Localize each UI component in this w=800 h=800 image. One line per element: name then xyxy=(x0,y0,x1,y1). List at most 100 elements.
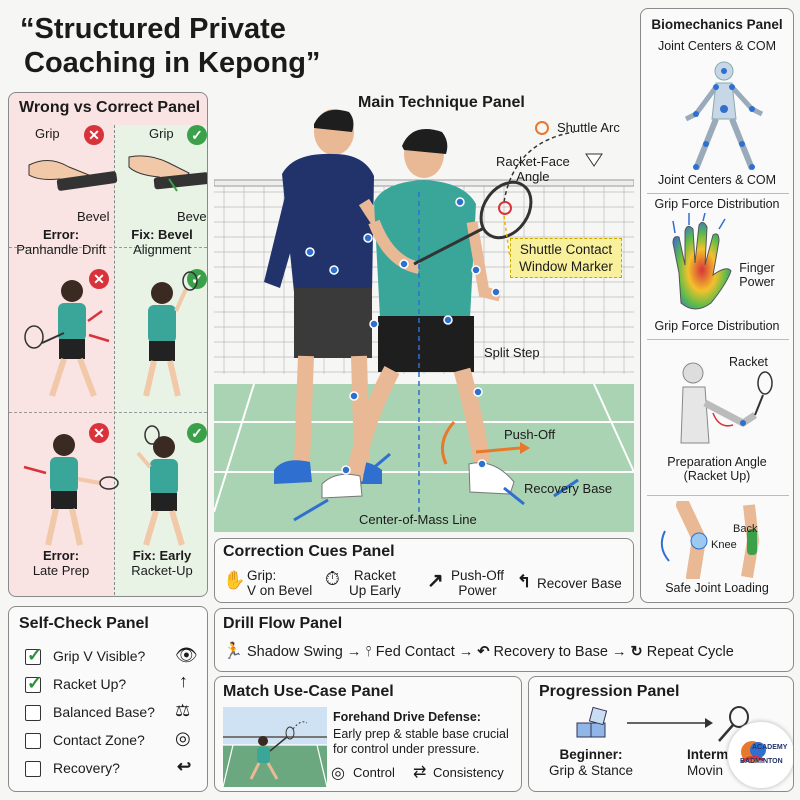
title-line-2: Coaching in Kepong” xyxy=(24,47,321,79)
self-check-checkbox-5[interactable] xyxy=(25,761,41,777)
match-line-2: for control under pressure. xyxy=(333,742,480,756)
fix-1-desc: Alignment xyxy=(133,242,191,257)
grip-force-hand-icon xyxy=(672,213,732,310)
racket-label: Racket xyxy=(729,355,768,369)
cue-push-line-2: Power xyxy=(458,583,497,598)
fix-2: Fix: Early Racket-Up xyxy=(115,548,207,578)
racket-face-label: Racket-Face Angle xyxy=(496,154,570,184)
self-check-checkbox-4[interactable] xyxy=(25,733,41,749)
main-illustration xyxy=(214,109,634,532)
com-line-label: Center-of-Mass Line xyxy=(359,512,477,527)
court-lines xyxy=(214,383,634,513)
biomech-divider-3 xyxy=(647,495,789,496)
target-icon: ◎ xyxy=(175,728,191,748)
prep-line-2: (Racket Up) xyxy=(683,469,751,483)
match-title: Match Use-Case Panel xyxy=(223,683,394,700)
progression-panel: Progression Panel Beginner: Grip & Stanc… xyxy=(528,676,794,792)
arrow-up-icon: ↑ xyxy=(179,671,188,691)
title-line-1: “Structured Private xyxy=(20,13,286,45)
progression-title: Progression Panel xyxy=(539,683,680,700)
blocks-icon xyxy=(576,707,608,738)
beginner-stage: Beginner: Grip & Stance xyxy=(541,747,641,779)
swap-icon: ⇄ xyxy=(413,764,427,781)
grip-right-label: Grip xyxy=(149,126,174,141)
drill-step-1: Shadow Swing xyxy=(246,644,343,660)
biomech-title: Biomechanics Panel xyxy=(651,17,783,32)
error-2-label: Error: xyxy=(42,548,80,563)
cue-push-off: Push-Off Power xyxy=(451,568,504,598)
match-line-1: Early prep & stable base crucial xyxy=(333,727,509,741)
push-off-arrow-2 xyxy=(475,446,521,454)
row-divider-1 xyxy=(9,247,207,248)
wrong-stance-player-icon xyxy=(24,280,110,398)
wrong-grip-hand-icon xyxy=(28,160,118,191)
main-panel-title: Main Technique Panel xyxy=(358,94,525,111)
racket-icon xyxy=(718,706,749,742)
biomech-subtitle: Joint Centers & COM xyxy=(657,39,777,53)
correction-cues-panel: Correction Cues Panel ✋ Grip: V on Bevel… xyxy=(214,538,634,603)
correct-grip-hand-icon xyxy=(128,155,207,192)
shuttle-arc-label: Shuttle Arc xyxy=(557,120,620,135)
drill-step-4: Repeat Cycle xyxy=(646,644,734,660)
cue-push-line-1: Push-Off xyxy=(451,568,505,583)
grip-force-top-label: Grip Force Distribution xyxy=(654,197,780,211)
correct-stance-player-icon xyxy=(143,271,198,397)
self-check-checkbox-1[interactable] xyxy=(25,645,42,666)
knee-back-figure xyxy=(660,501,760,579)
beginner-label: Beginner: xyxy=(559,747,623,762)
diagonal-arrow-icon: ↗ xyxy=(427,570,444,592)
cross-icon: ✕ xyxy=(89,269,109,289)
skeleton-com-figure xyxy=(684,61,764,171)
back-label: Back xyxy=(733,523,758,535)
stopwatch-icon: ⏱ xyxy=(325,569,340,590)
bevel-right-label: Bevel xyxy=(177,209,208,224)
self-check-label-2: Racket Up? xyxy=(53,676,127,692)
split-step-label: Split Step xyxy=(484,345,540,360)
fix-2-label: Fix: Early xyxy=(132,548,192,563)
cue-grip-line-1: Grip: xyxy=(247,568,277,583)
finger-power-label: Finger Power xyxy=(727,261,787,289)
academy-logo: ACADEMY BADMINTON xyxy=(727,721,793,789)
fix-2-desc: Racket-Up xyxy=(131,563,193,578)
target-icon: ◎ xyxy=(331,765,345,782)
return-icon: ↰ xyxy=(517,572,532,591)
drill-flow-panel: Drill Flow Panel 🏃 Shadow Swing → ⫯ Fed … xyxy=(214,608,794,672)
error-1-label: Error: xyxy=(42,227,80,242)
match-control: Control xyxy=(353,765,395,780)
scale-icon: ⚖ xyxy=(175,701,191,720)
logo-emblem xyxy=(741,741,766,764)
finger-line-2: Power xyxy=(739,275,775,289)
cross-icon: ✕ xyxy=(89,423,109,443)
arrow-right-icon: → xyxy=(346,644,366,660)
self-check-checkbox-2[interactable] xyxy=(25,673,42,694)
prep-angle-label: Preparation Angle (Racket Up) xyxy=(641,455,793,483)
drill-title: Drill Flow Panel xyxy=(223,615,343,632)
self-check-checkbox-3[interactable] xyxy=(25,705,41,721)
prep-line-1: Preparation Angle xyxy=(667,455,767,469)
late-prep-player-icon xyxy=(23,434,119,546)
error-1-desc: Panhandle Drift xyxy=(16,242,106,257)
joint-markers xyxy=(305,197,501,475)
repeat-icon: ↻ xyxy=(630,644,643,660)
intermediate-label: Interm xyxy=(687,747,729,762)
shuttlecock-icon xyxy=(585,153,603,167)
grip-illustrations xyxy=(28,155,207,192)
grip-left-label: Grip xyxy=(35,126,60,141)
match-use-case-panel: Match Use-Case Panel Forehand Drive Defe… xyxy=(214,676,522,792)
drill-step-2: Fed Contact xyxy=(375,644,455,660)
stance-illustrations xyxy=(24,271,198,398)
shuttle-arc xyxy=(503,131,575,203)
return-icon: ↩ xyxy=(177,757,192,776)
cue-racket-line-2: Up Early xyxy=(349,583,401,598)
drill-step-3: Recovery to Base xyxy=(493,644,608,660)
target-icon xyxy=(535,121,549,135)
match-head: Forehand Drive Defense: xyxy=(333,710,481,724)
racket-face-line-1: Racket-Face xyxy=(496,154,570,169)
push-off-arrow-1 xyxy=(440,420,456,465)
biomech-divider-2 xyxy=(647,339,789,340)
check-icon: ✓ xyxy=(187,423,207,443)
main-technique-panel: Main Technique Panel xyxy=(214,92,634,532)
intermediate-desc: Movin xyxy=(687,763,724,778)
prep-angle-figure xyxy=(680,362,773,444)
fix-1-label: Fix: Bevel xyxy=(131,227,193,242)
